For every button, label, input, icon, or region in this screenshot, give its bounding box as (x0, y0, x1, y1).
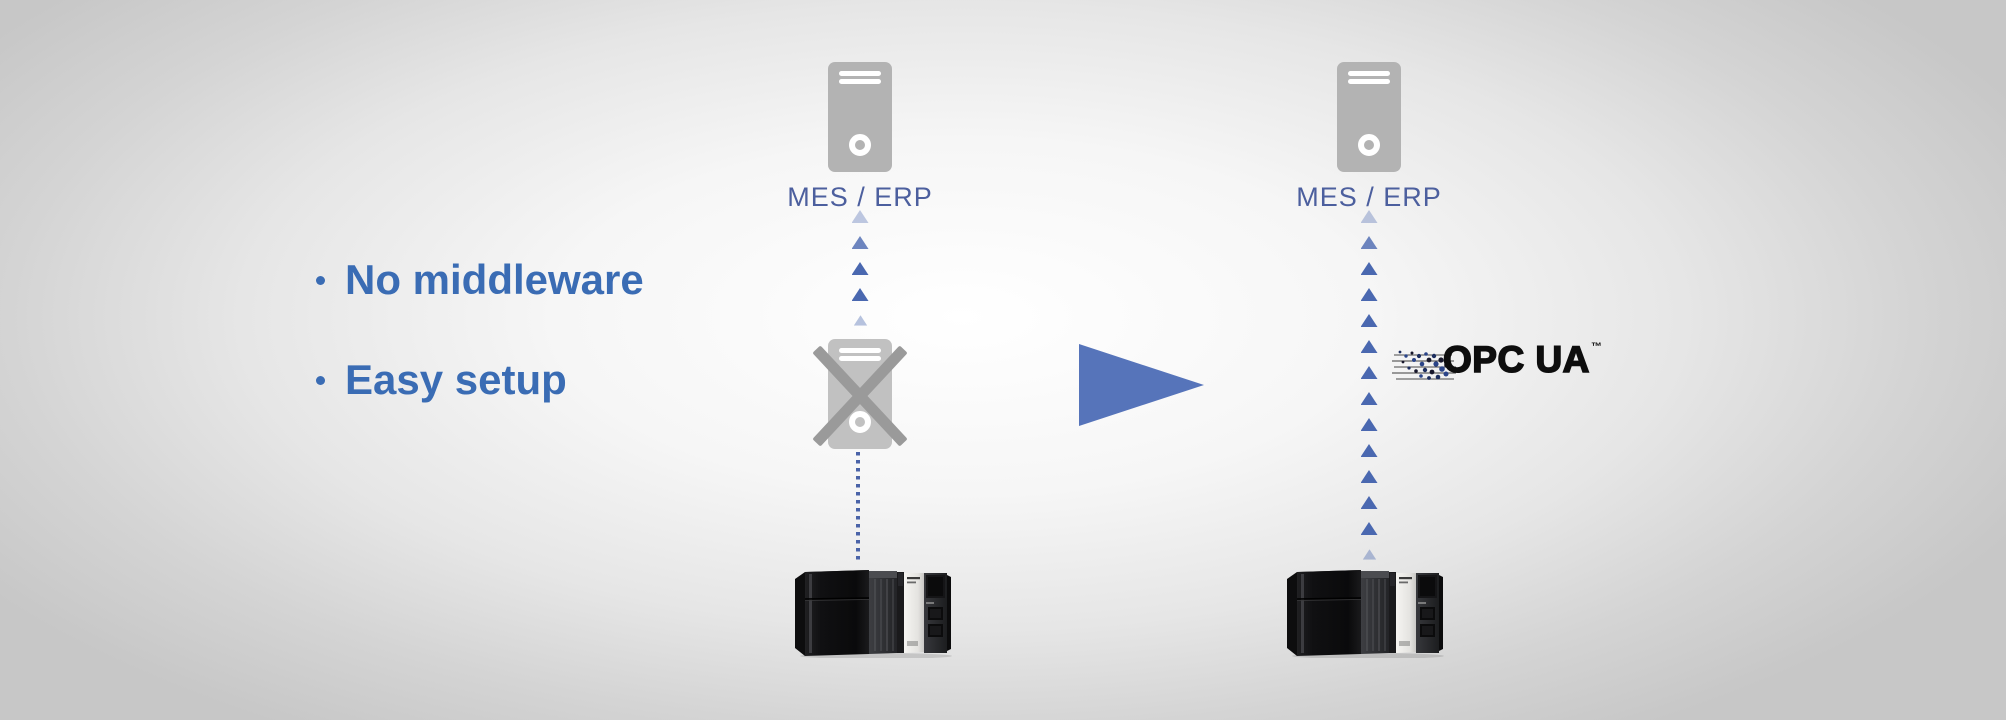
server-slot-icon (839, 71, 881, 76)
up-arrow-triangle-icon (1360, 496, 1378, 509)
dotted-connection-line (856, 452, 860, 564)
transition-right-arrow-icon (1079, 344, 1204, 426)
up-arrow-triangle-icon (1360, 392, 1378, 405)
up-arrow-triangle-icon (1362, 549, 1376, 560)
up-arrow-triangle-icon (1360, 262, 1378, 275)
trademark-symbol: ™ (1591, 341, 1602, 353)
opc-ua-logo: OPC UA ™ (1392, 338, 1602, 387)
bullet-dot-icon (316, 275, 325, 285)
mes-erp-label-before: MES / ERP (787, 182, 933, 212)
data-flow-chain-before (851, 210, 869, 340)
up-arrow-triangle-icon (1360, 288, 1378, 301)
opc-ua-wordmark: OPC UA (1442, 338, 1590, 381)
up-arrow-triangle-icon (1360, 522, 1378, 535)
plc-controller-image-before (794, 569, 953, 658)
benefit-list: No middleware Easy setup (312, 256, 644, 404)
up-arrow-triangle-icon (1360, 444, 1378, 457)
up-arrow-triangle-icon (851, 236, 869, 249)
up-arrow-triangle-icon (1360, 366, 1378, 379)
mes-erp-label-after: MES / ERP (1296, 182, 1442, 212)
opc-ua-speed-dots-icon (1392, 350, 1456, 380)
up-arrow-triangle-icon (1360, 210, 1378, 223)
server-slot-icon (1348, 79, 1390, 84)
up-arrow-triangle-icon (851, 288, 869, 301)
server-slot-icon (1348, 71, 1390, 76)
benefit-label: Easy setup (345, 356, 567, 403)
up-arrow-triangle-icon (1360, 340, 1378, 353)
benefit-item-no-middleware: No middleware (312, 256, 644, 304)
up-arrow-triangle-icon (1360, 236, 1378, 249)
up-arrow-triangle-icon (853, 315, 867, 326)
up-arrow-triangle-icon (851, 262, 869, 275)
up-arrow-triangle-icon (1360, 314, 1378, 327)
up-arrow-triangle-icon (851, 210, 869, 223)
mes-erp-server-icon (828, 62, 892, 172)
data-flow-chain-after (1360, 210, 1378, 574)
up-arrow-triangle-icon (1360, 470, 1378, 483)
up-arrow-triangle-icon (1360, 418, 1378, 431)
benefit-item-easy-setup: Easy setup (312, 356, 644, 404)
server-slot-icon (839, 79, 881, 84)
bullet-dot-icon (316, 375, 325, 385)
crossed-out-x-icon (816, 348, 904, 444)
plc-controller-image-after (1286, 569, 1445, 658)
mes-erp-server-icon (1337, 62, 1401, 172)
server-power-ring-icon (1358, 134, 1380, 156)
server-power-ring-icon (849, 134, 871, 156)
benefit-label: No middleware (345, 256, 644, 303)
